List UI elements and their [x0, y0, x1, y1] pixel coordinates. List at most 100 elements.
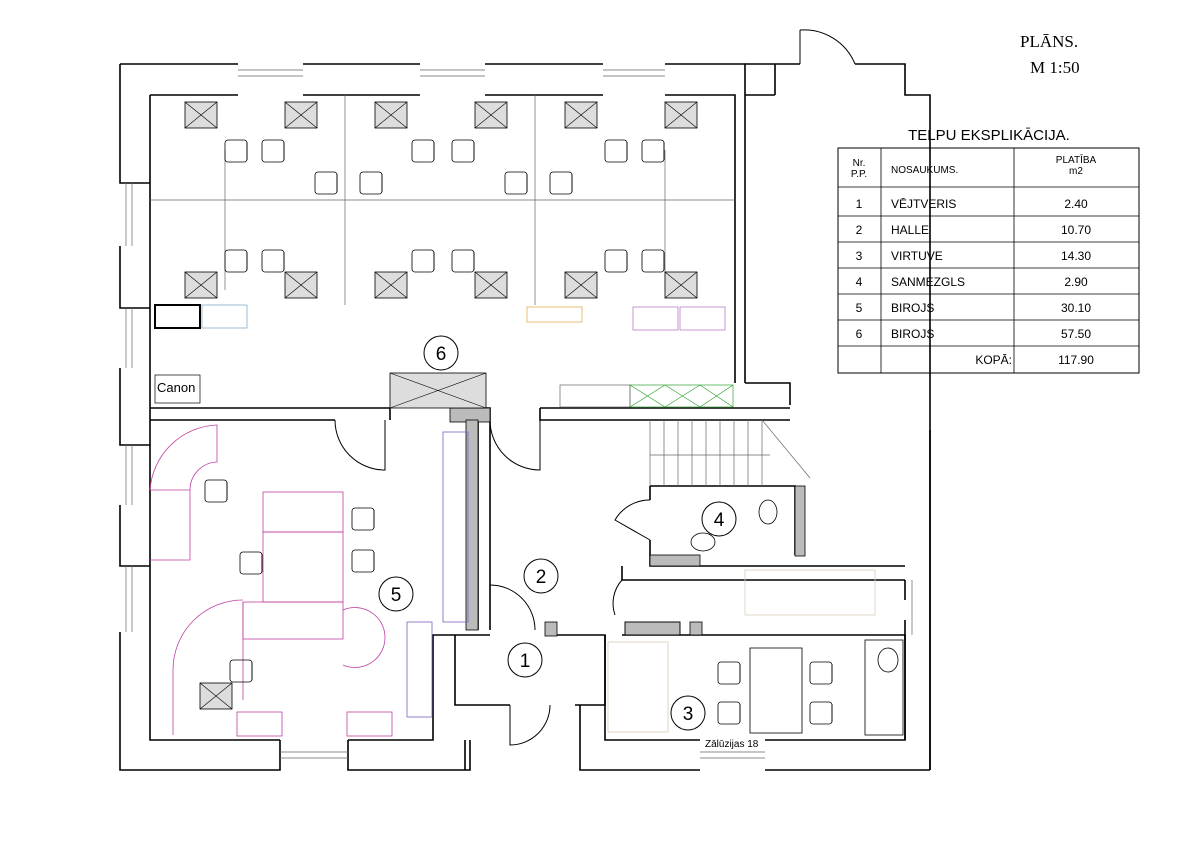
room-marker-5: 5	[378, 576, 414, 612]
chair	[314, 171, 338, 195]
room-number: 2	[536, 567, 547, 588]
chair	[224, 139, 248, 163]
cabinet	[474, 101, 508, 129]
room-number: 4	[714, 510, 725, 531]
row-nr: 5	[856, 301, 863, 315]
header-nr: Nr.	[853, 158, 866, 169]
row-area: 57.50	[1061, 327, 1091, 341]
row-nr: 4	[856, 275, 863, 289]
row-area: 30.10	[1061, 301, 1091, 315]
room-number: 5	[391, 585, 402, 606]
room-number: 1	[520, 651, 531, 672]
row-area: 10.70	[1061, 223, 1091, 237]
hatched-wall	[649, 554, 701, 567]
row-name: BIROJS	[891, 301, 934, 315]
room-marker-6: 6	[423, 335, 459, 371]
cabinet	[184, 101, 218, 129]
street-label: Zālūzijas 18	[705, 739, 759, 750]
room-number: 3	[683, 704, 694, 725]
row-area: 2.90	[1064, 275, 1088, 289]
row-area: 14.30	[1061, 249, 1091, 263]
row-name: VĒJTVERIS	[891, 197, 956, 211]
room-marker-3: 3	[670, 695, 706, 731]
chair	[451, 249, 475, 273]
chair	[717, 661, 741, 685]
cabinet	[284, 271, 318, 299]
chair	[809, 661, 833, 685]
chair	[549, 171, 573, 195]
chair	[809, 701, 833, 725]
row-name: BIROJS	[891, 327, 934, 341]
hatched-wall	[544, 621, 558, 637]
chair	[261, 249, 285, 273]
chair	[261, 139, 285, 163]
row-name: SANMEZGLS	[891, 275, 965, 289]
chair	[411, 139, 435, 163]
cabinet	[199, 682, 233, 710]
row-name: HALLE	[891, 223, 929, 237]
header-unit: m2	[1069, 166, 1083, 177]
row-name: VIRTUVE	[891, 249, 943, 263]
room-number: 6	[436, 344, 447, 365]
row-nr: 6	[856, 327, 863, 341]
hatched-boxes	[184, 101, 698, 710]
table-row: 6 BIROJS 57.50	[856, 327, 1092, 341]
room-markers: 6 5 2 1 4 3	[378, 335, 737, 731]
total-label: KOPĀ:	[975, 353, 1012, 367]
chair	[451, 139, 475, 163]
hatched-walls	[449, 407, 806, 637]
chair	[504, 171, 528, 195]
cabinet	[664, 271, 698, 299]
cabinet	[664, 101, 698, 129]
chair	[604, 139, 628, 163]
chair	[641, 139, 665, 163]
total-value: 117.90	[1058, 353, 1094, 367]
stairs	[649, 419, 811, 486]
office-furniture	[150, 95, 735, 408]
chair	[641, 249, 665, 273]
header-area: PLATĪBA	[1056, 154, 1097, 166]
plan-scale: M 1:50	[1030, 58, 1080, 77]
chair	[351, 507, 375, 531]
cabinet	[374, 101, 408, 129]
printer-label: Canon	[157, 380, 195, 395]
cabinet-large	[389, 372, 487, 409]
cabinet	[284, 101, 318, 129]
chairs	[204, 139, 833, 725]
windows	[125, 69, 913, 759]
explication-table: TELPU EKSPLIKĀCIJA. Nr. P.P. NOSAUKUMS. …	[837, 127, 1140, 374]
cabinet	[564, 101, 598, 129]
doors	[334, 29, 856, 746]
chair	[717, 701, 741, 725]
table-title: TELPU EKSPLIKĀCIJA.	[908, 127, 1070, 144]
chair	[351, 549, 375, 573]
hatched-wall	[689, 621, 703, 636]
room-marker-2: 2	[523, 558, 559, 594]
chair	[604, 249, 628, 273]
office-5-furniture	[149, 424, 469, 737]
row-nr: 3	[856, 249, 863, 263]
row-area: 2.40	[1064, 197, 1088, 211]
table-row: 2 HALLE 10.70	[856, 223, 1092, 237]
cabinet	[184, 271, 218, 299]
header-name: NOSAUKUMS.	[891, 165, 958, 176]
hatched-wall	[465, 419, 479, 631]
chair	[224, 249, 248, 273]
chair	[229, 659, 253, 683]
chair	[239, 551, 263, 575]
table-row: 3 VIRTUVE 14.30	[856, 249, 1092, 263]
plan-title: PLĀNS.	[1020, 32, 1078, 51]
hatched-wall	[794, 485, 806, 557]
table-row: 4 SANMEZGLS 2.90	[856, 275, 1088, 289]
hatched-wall	[624, 621, 681, 636]
cabinet	[474, 271, 508, 299]
room-marker-4: 4	[701, 501, 737, 537]
chair	[411, 249, 435, 273]
chair	[204, 479, 228, 503]
row-nr: 2	[856, 223, 863, 237]
cabinet	[374, 271, 408, 299]
room-marker-1: 1	[507, 642, 543, 678]
